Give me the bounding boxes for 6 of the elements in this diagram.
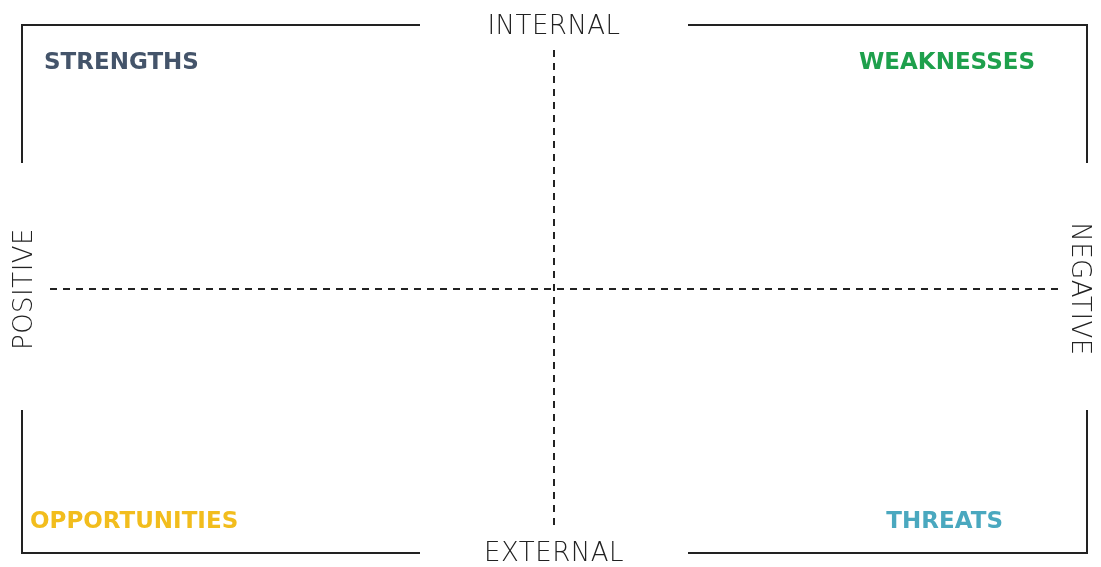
quadrant-heading: THREATS: [886, 509, 1003, 532]
axis-label: POSITIVE: [10, 227, 36, 351]
axis-label: NEGATIVE: [1068, 222, 1094, 356]
quadrant-heading: OPPORTUNITIES: [30, 509, 239, 532]
quadrant-heading: WEAKNESSES: [858, 50, 1035, 73]
quadrant-heading: STRENGTHS: [44, 50, 199, 73]
